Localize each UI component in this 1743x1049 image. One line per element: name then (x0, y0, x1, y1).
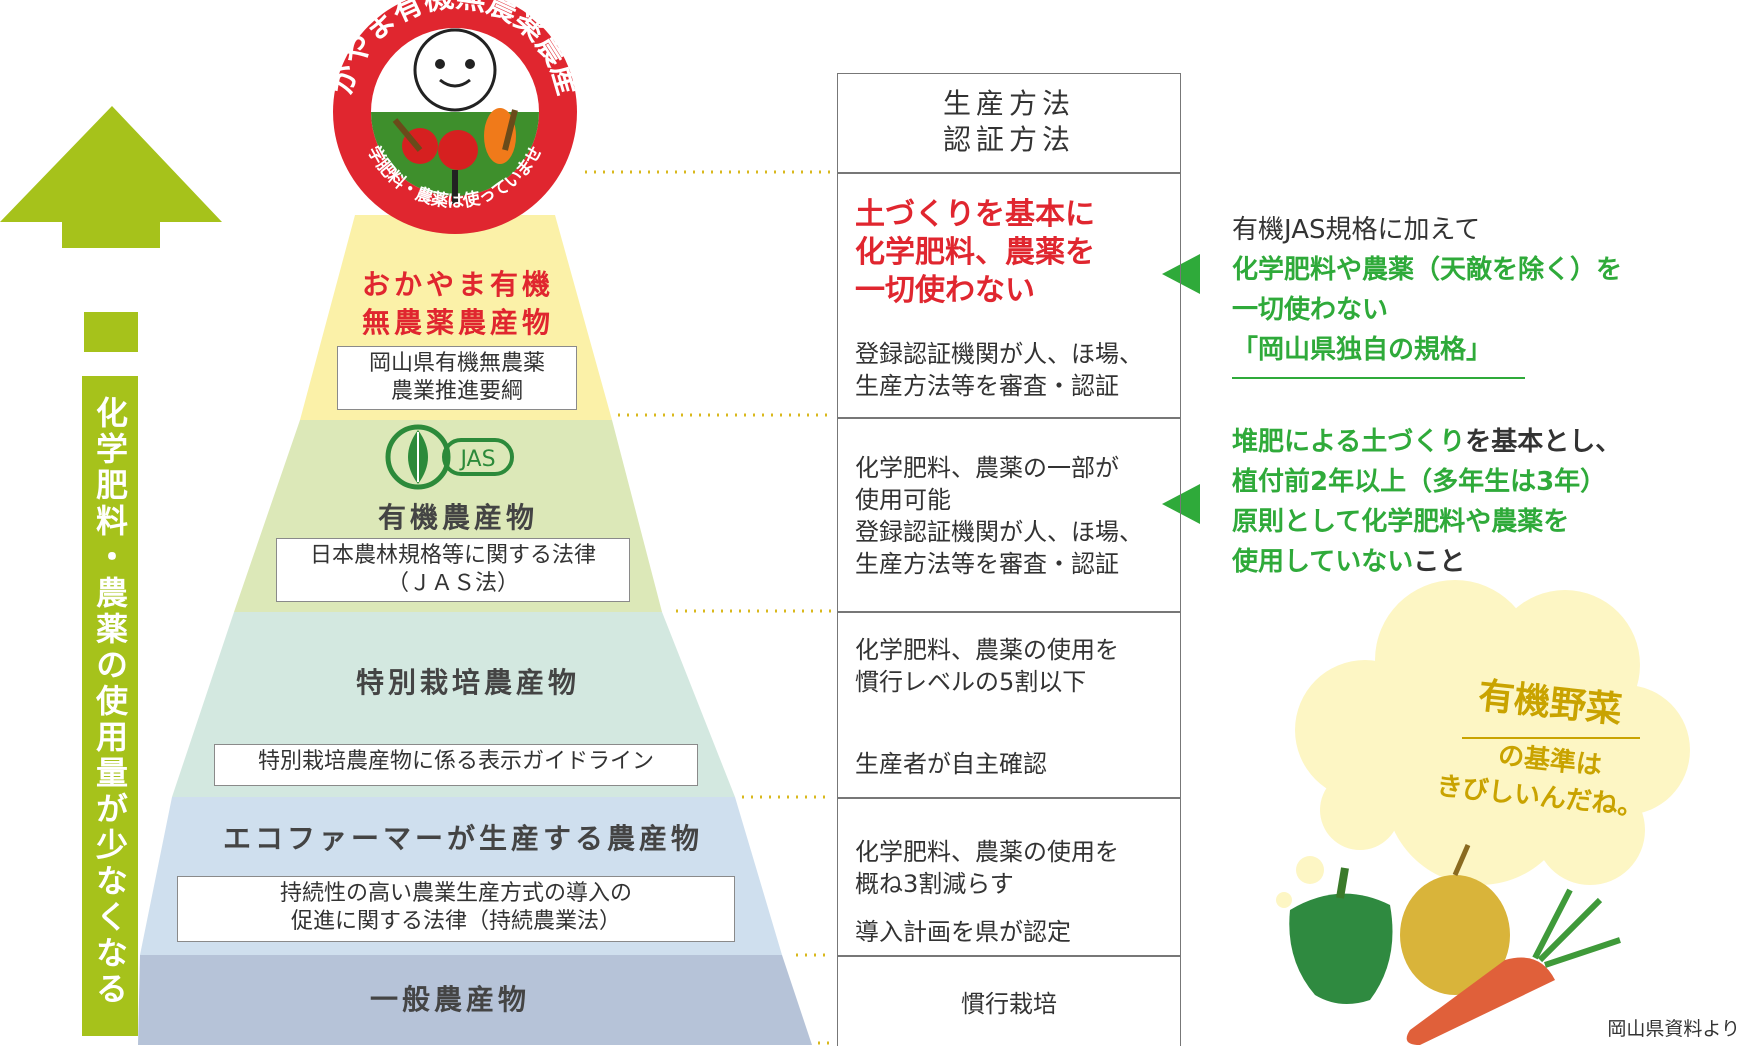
method-table (837, 73, 1181, 1046)
pointer-jas-icon (1162, 484, 1200, 524)
tier-okayama-law-line2: 農業推進要綱 (390, 379, 523, 404)
table-divider (837, 172, 1181, 174)
table-divider (837, 955, 1181, 957)
note-jas-line1: 堆肥による土づくりを基本とし、 (1232, 422, 1621, 462)
tier-organic-law-line1: 日本農林規格等に関する法律 (309, 543, 596, 568)
source-note: 岡山県資料より (1607, 1018, 1740, 1040)
row-okayama-highlight-line2: 化学肥料、農薬を (855, 235, 1095, 270)
speech-cloud (1276, 580, 1690, 908)
note-jas-line4-rest: こと (1413, 547, 1466, 577)
note-jas: 堆肥による土づくりを基本とし、 植付前2年以上（多年生は3年） 原則として化学肥… (1232, 422, 1621, 582)
jas-logo-icon: JAS (385, 424, 514, 490)
row-special-method-line1: 化学肥料、農薬の使用を (855, 636, 1119, 664)
row-organic-method-line1: 化学肥料、農薬の一部が (855, 454, 1119, 482)
row-okayama-highlight: 土づくりを基本に 化学肥料、農薬を 一切使わない (855, 196, 1175, 310)
pointer-okayama-icon (1162, 254, 1200, 294)
row-organic-method-line4: 生産方法等を審査・認証 (855, 550, 1119, 578)
arrow-label: 化学肥料・農薬の使用量が少なくなる (91, 396, 129, 1008)
note-okayama-line2: 化学肥料や農薬（天敵を除く）を (1232, 255, 1623, 285)
note-okayama-line3: 一切使わない (1232, 295, 1389, 325)
note-jas-line2: 植付前2年以上（多年生は3年） (1232, 467, 1607, 497)
table-header-line1: 生産方法 (942, 87, 1075, 120)
row-special-check: 生産者が自主確認 (855, 750, 1047, 778)
note-jas-line3: 原則として化学肥料や農薬を (1232, 507, 1570, 537)
row-eco-method-line2: 概ね3割減らす (855, 870, 1014, 898)
row-special-method: 化学肥料、農薬の使用を 慣行レベルの5割以下 (855, 634, 1175, 698)
tier-organic-title: 有機農産物 (377, 501, 538, 534)
tier-okayama-title-line2: 無農薬農産物 (361, 306, 554, 339)
carrot-icon (1406, 888, 1621, 1045)
arrow-up-icon (0, 106, 222, 1036)
note-jas-line4-green: 使用していない (1232, 547, 1414, 577)
tier-organic-law-box: 日本農林規格等に関する法律 （ＪＡＳ法） (276, 538, 630, 602)
row-okayama-method: 登録認証機関が人、ほ場、 生産方法等を審査・認証 (855, 338, 1175, 402)
tier-eco-law-box: 持続性の高い農業生産方式の導入の 促進に関する法律（持続農業法） (177, 876, 735, 942)
row-eco-method-line1: 化学肥料、農薬の使用を (855, 838, 1119, 866)
row-general-method: 慣行栽培 (961, 990, 1057, 1018)
table-header-line2: 認証方法 (942, 123, 1075, 156)
note-okayama: 有機JAS規格に加えて 化学肥料や農薬（天敵を除く）を 一切使わない 「岡山県独… (1232, 210, 1622, 370)
tier-eco-law-line1: 持続性の高い農業生産方式の導入の (279, 881, 632, 906)
note-jas-line1-green: 堆肥による土づくり (1232, 427, 1466, 457)
dotted-leaders (585, 170, 832, 1045)
green-pepper-icon (1289, 867, 1393, 1004)
onion-icon (1400, 844, 1510, 995)
row-organic-method-line3: 登録認証機関が人、ほ場、 (855, 518, 1143, 546)
table-header: 生産方法 認証方法 (837, 86, 1181, 158)
row-eco-method: 化学肥料、農薬の使用を 概ね3割減らす (855, 836, 1175, 900)
tier-general-title: 一般農産物 (369, 983, 530, 1016)
row-eco-check: 導入計画を県が認定 (855, 918, 1071, 946)
tier-eco-title: エコファーマーが生産する農産物 (222, 822, 703, 855)
note-jas-line1-rest: を基本とし、 (1465, 427, 1622, 457)
tier-okayama-title-line1: おかやま有機 (361, 268, 554, 301)
tier-okayama-title: おかやま有機 無農薬農産物 (330, 266, 586, 342)
okayama-seal-icon (333, 0, 577, 234)
tier-special-title: 特別栽培農産物 (355, 666, 580, 699)
jas-logo-text: JAS (458, 447, 495, 472)
row-organic-method-line2: 使用可能 (855, 486, 951, 514)
note-okayama-line1: 有機JAS規格に加えて (1232, 215, 1481, 245)
row-special-method-line2: 慣行レベルの5割以下 (855, 668, 1087, 696)
tier-okayama-law-line1: 岡山県有機無農薬 (368, 351, 545, 376)
table-divider (837, 797, 1181, 799)
tier-general-band (138, 955, 812, 1045)
row-okayama-method-line1: 登録認証機関が人、ほ場、 (855, 340, 1143, 368)
tier-okayama-law-box: 岡山県有機無農薬 農業推進要綱 (337, 346, 577, 410)
note-okayama-line4: 「岡山県独自の規格」 (1232, 335, 1493, 365)
row-okayama-highlight-line3: 一切使わない (855, 273, 1035, 308)
table-divider (837, 417, 1181, 419)
table-divider (837, 611, 1181, 613)
note-jas-line4: 使用していないこと (1232, 542, 1621, 582)
tier-special-law-box: 特別栽培農産物に係る表示ガイドライン (214, 744, 698, 786)
tier-organic-law-line2: （ＪＡＳ法） (386, 571, 519, 596)
row-okayama-highlight-line1: 土づくりを基本に (855, 197, 1095, 232)
row-okayama-method-line2: 生産方法等を審査・認証 (855, 372, 1119, 400)
row-organic-method: 化学肥料、農薬の一部が 使用可能 登録認証機関が人、ほ場、 生産方法等を審査・認… (855, 452, 1175, 580)
tier-eco-law-line2: 促進に関する法律（持続農業法） (290, 909, 621, 934)
